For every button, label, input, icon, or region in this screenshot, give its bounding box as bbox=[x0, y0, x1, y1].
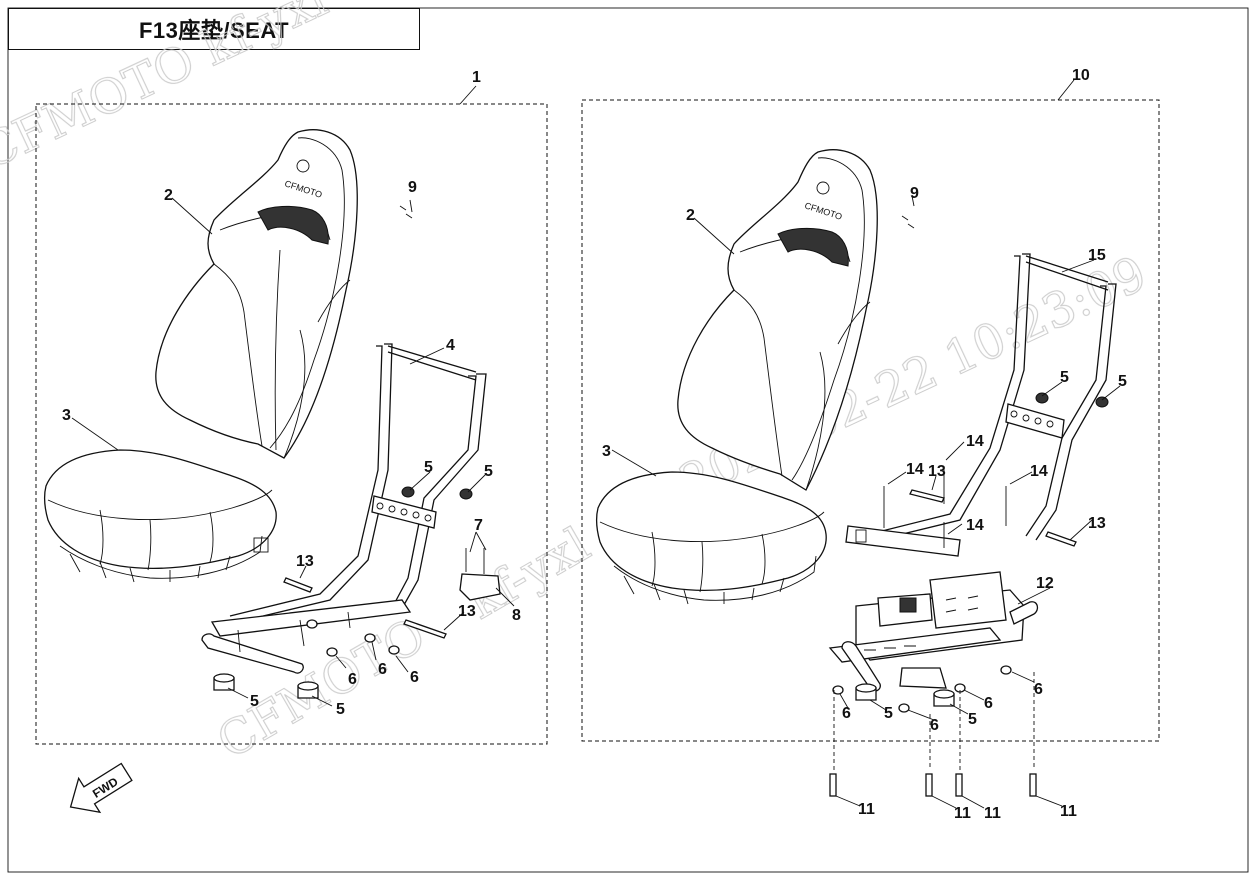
callout-6: 6 bbox=[410, 669, 419, 686]
callout-14: 14 bbox=[966, 433, 984, 450]
callout-5: 5 bbox=[884, 705, 893, 722]
right-seat-back: CFMOTO bbox=[677, 149, 878, 491]
callout-9: 9 bbox=[408, 179, 417, 196]
right-leaders bbox=[611, 79, 1121, 809]
right-seat-cushion bbox=[596, 471, 827, 605]
callout-5: 5 bbox=[484, 463, 493, 480]
right-seat-frame bbox=[845, 253, 1117, 557]
right-hardware bbox=[829, 215, 1109, 797]
callout-6: 6 bbox=[930, 717, 939, 734]
callout-2: 2 bbox=[686, 207, 695, 224]
callout-6: 6 bbox=[984, 695, 993, 712]
callout-14: 14 bbox=[906, 461, 924, 478]
callout-13: 13 bbox=[1088, 515, 1106, 532]
callout-7: 7 bbox=[474, 517, 483, 534]
callout-11: 11 bbox=[858, 801, 875, 818]
sheet-border bbox=[7, 7, 1249, 873]
right-assembly-box bbox=[581, 99, 1160, 742]
callout-14: 14 bbox=[966, 517, 984, 534]
callout-3: 3 bbox=[62, 407, 71, 424]
right-slider-mechanism bbox=[828, 571, 1039, 692]
callout-13: 13 bbox=[458, 603, 476, 620]
callout-13: 13 bbox=[928, 463, 946, 480]
fwd-arrow-icon: FWD bbox=[69, 762, 133, 814]
callout-4: 4 bbox=[446, 337, 455, 354]
callout-10: 10 bbox=[1072, 67, 1090, 84]
callout-3: 3 bbox=[602, 443, 611, 460]
page-title: F13座垫/SEAT bbox=[138, 18, 290, 43]
callout-11: 11 bbox=[984, 805, 1001, 822]
callout-11: 11 bbox=[954, 805, 971, 822]
callout-6: 6 bbox=[842, 705, 851, 722]
callout-13: 13 bbox=[296, 553, 314, 570]
left-assembly: CFMOTO bbox=[44, 69, 521, 718]
right-assembly: CFMOTO bbox=[596, 67, 1127, 822]
callout-1: 1 bbox=[472, 69, 481, 86]
callout-9: 9 bbox=[910, 185, 919, 202]
callout-6: 6 bbox=[348, 671, 357, 688]
callout-6: 6 bbox=[1034, 681, 1043, 698]
callout-5: 5 bbox=[968, 711, 977, 728]
right-callouts: 10 2 3 5 5 5 5 6 6 6 6 9 11 11 11 11 12 … bbox=[602, 67, 1127, 822]
callout-5: 5 bbox=[1118, 373, 1127, 390]
callout-8: 8 bbox=[512, 607, 521, 624]
left-leaders bbox=[71, 85, 515, 707]
callout-5: 5 bbox=[1060, 369, 1069, 386]
left-hardware bbox=[213, 205, 501, 699]
left-assembly-box bbox=[35, 103, 548, 745]
callout-15: 15 bbox=[1088, 247, 1106, 264]
callout-2: 2 bbox=[164, 187, 173, 204]
callout-12: 12 bbox=[1036, 575, 1054, 592]
callout-5: 5 bbox=[424, 459, 433, 476]
left-seat-back: CFMOTO bbox=[155, 129, 358, 459]
callout-14: 14 bbox=[1030, 463, 1048, 480]
left-seat-frame bbox=[201, 343, 487, 674]
left-callouts: 1 2 3 4 5 5 5 5 6 6 6 7 8 9 13 13 bbox=[62, 69, 521, 718]
title-box: F13座垫/SEAT bbox=[8, 8, 420, 50]
callout-11: 11 bbox=[1060, 803, 1077, 820]
callout-5: 5 bbox=[336, 701, 345, 718]
left-seat-cushion bbox=[44, 449, 277, 583]
callout-6: 6 bbox=[378, 661, 387, 678]
callout-5: 5 bbox=[250, 693, 259, 710]
